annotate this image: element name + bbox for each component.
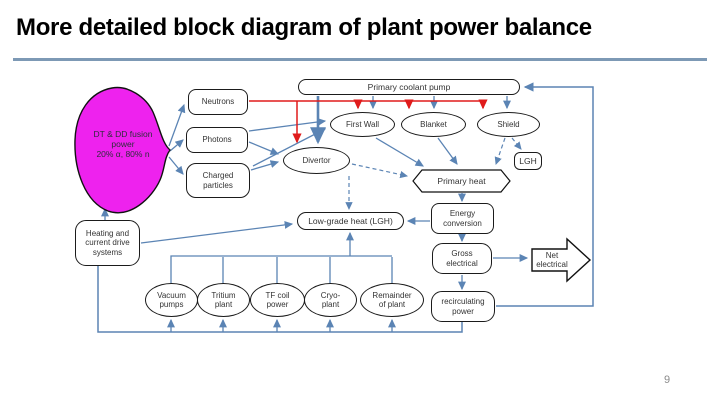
energy-label-1: Energy: [449, 209, 476, 219]
primary-coolant-pump-box: Primary coolant pump: [298, 79, 520, 95]
cryo-plant-ellipse: Cryo- plant: [304, 283, 357, 317]
heating-label-1: Heating and: [85, 228, 130, 238]
recirc-label-1: recirculating: [441, 297, 485, 307]
lgh-box: LGH: [514, 152, 542, 170]
dashed-heat-lines: [345, 137, 522, 211]
charged-label-1: Charged: [202, 171, 234, 181]
shield-label: Shield: [497, 119, 520, 129]
gross-label-1: Gross: [451, 249, 473, 259]
cryo-label-1: Cryo-: [320, 290, 341, 300]
blue-flow-lines: [97, 82, 594, 333]
gross-label-2: electrical: [446, 258, 478, 268]
page-number: 9: [664, 374, 671, 386]
tfcoil-label-1: TF coil: [265, 290, 290, 300]
tritium-label-1: Tritium: [211, 290, 236, 300]
cryo-label-2: plant: [321, 300, 340, 309]
low-grade-heat-box: Low-grade heat (LGH): [297, 212, 404, 230]
first-wall-label: First Wall: [345, 119, 380, 129]
tf-coil-power-ellipse: TF coil power: [250, 283, 305, 317]
tfcoil-label-2: power: [266, 300, 289, 309]
pump-label: Primary coolant pump: [367, 81, 451, 92]
vacuum-label-2: pumps: [159, 300, 184, 309]
energy-label-2: conversion: [443, 218, 482, 228]
neutrons-label: Neutrons: [201, 97, 235, 107]
divertor-ellipse: Divertor: [283, 147, 350, 174]
slide-title: More detailed block diagram of plant pow…: [16, 14, 592, 41]
remainder-of-plant-ellipse: Remainder of plant: [360, 283, 424, 317]
net-electrical-arrow-shape: [531, 237, 592, 283]
charged-particles-box: Charged particles: [186, 163, 250, 198]
energy-conversion-box: Energy conversion: [431, 203, 494, 234]
divertor-label: Divertor: [302, 155, 331, 165]
low-grade-heat-label: Low-grade heat (LGH): [308, 215, 393, 226]
recirc-label-2: power: [452, 306, 474, 316]
red-neutron-lines: [249, 99, 488, 144]
photons-box: Photons: [186, 127, 248, 153]
vacuum-pumps-ellipse: Vacuum pumps: [145, 283, 198, 317]
heating-label-2: current drive: [85, 238, 130, 248]
vacuum-label-1: Vacuum: [157, 290, 186, 300]
lgh-label: LGH: [519, 155, 537, 166]
tritium-plant-ellipse: Tritium plant: [197, 283, 250, 317]
charged-label-2: particles: [203, 180, 233, 190]
heating-label-3: systems: [92, 247, 123, 257]
neutrons-box: Neutrons: [188, 89, 248, 115]
blanket-ellipse: Blanket: [401, 112, 466, 137]
primary-heat-shape: [412, 169, 511, 193]
blanket-label: Blanket: [420, 119, 447, 129]
recirculating-power-box: recirculating power: [431, 291, 495, 322]
title-divider: [13, 58, 707, 61]
fusion-blob: [74, 86, 171, 214]
photons-label: Photons: [202, 135, 232, 145]
tritium-label-2: plant: [214, 300, 233, 309]
gross-electrical-box: Gross electrical: [432, 243, 492, 274]
remainder-label-1: Remainder: [372, 290, 412, 300]
first-wall-ellipse: First Wall: [330, 112, 395, 137]
heating-current-drive-box: Heating and current drive systems: [75, 220, 140, 266]
shield-ellipse: Shield: [477, 112, 540, 137]
remainder-label-2: of plant: [378, 300, 406, 309]
